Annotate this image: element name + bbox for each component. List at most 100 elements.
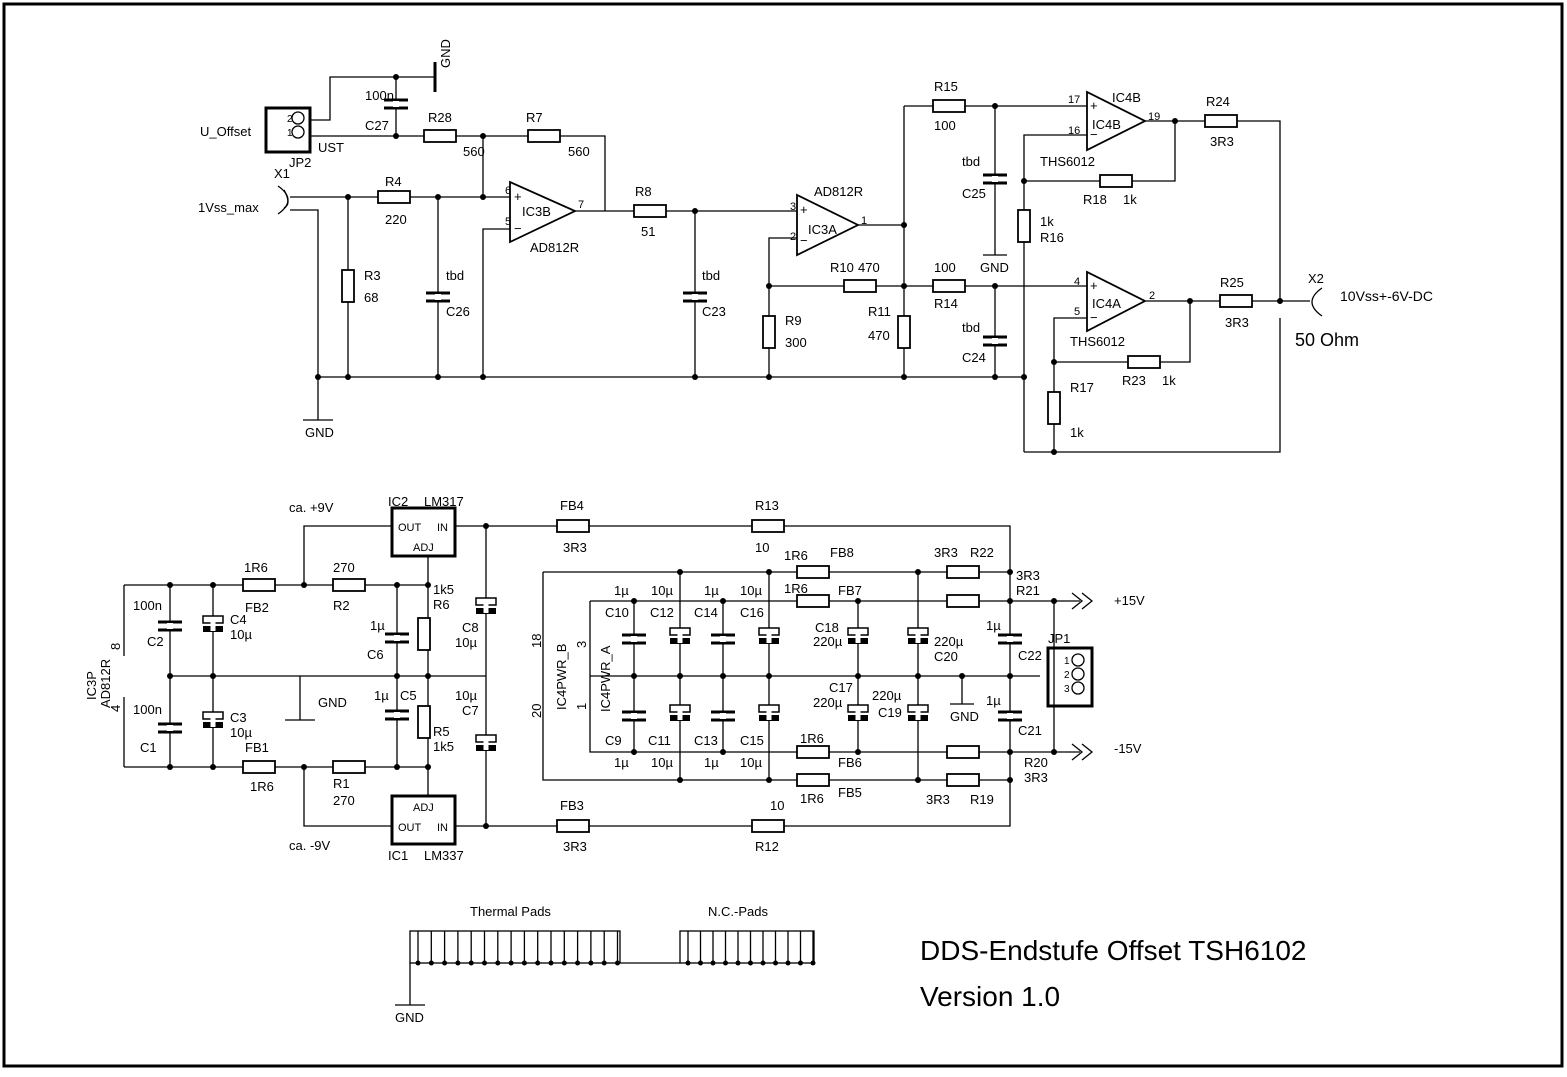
r20-value: 3R3 bbox=[1024, 770, 1048, 785]
r16-label: R16 bbox=[1040, 230, 1064, 245]
schematic-version: Version 1.0 bbox=[920, 981, 1060, 1012]
gnd-dist-label: GND bbox=[950, 709, 979, 724]
c21-value: 1µ bbox=[986, 693, 1001, 708]
c9-label: C9 bbox=[605, 733, 622, 748]
r2-value: 270 bbox=[333, 560, 355, 575]
pin-20: 20 bbox=[529, 704, 544, 718]
fb8-label: FB8 bbox=[830, 545, 854, 560]
pad-dot bbox=[548, 960, 554, 966]
jp2-pin bbox=[291, 125, 305, 139]
ic2-part: LM317 bbox=[424, 494, 464, 509]
IC3B-triangle bbox=[509, 180, 578, 244]
c15-label: C15 bbox=[740, 733, 764, 748]
pad-dot bbox=[615, 960, 620, 966]
c14-label: C14 bbox=[694, 605, 718, 620]
r12-value: 10 bbox=[770, 798, 784, 813]
r1-value: 270 bbox=[333, 793, 355, 808]
svg-text:−: − bbox=[514, 221, 522, 236]
c12-label: C12 bbox=[650, 605, 674, 620]
IC4B-triangle bbox=[1086, 90, 1148, 152]
label-thermal-pads: Thermal Pads bbox=[470, 904, 551, 919]
pad-dot bbox=[685, 960, 691, 966]
fb1-label: FB1 bbox=[245, 740, 269, 755]
gnd-pads-label: GND bbox=[395, 1010, 424, 1025]
opamp-signs: +− +− +− +− bbox=[514, 98, 1098, 325]
R14-body bbox=[932, 279, 966, 293]
pad-dot bbox=[468, 960, 474, 966]
r20-label: R20 bbox=[1024, 755, 1048, 770]
ic3a-part: AD812R bbox=[814, 184, 863, 199]
pad-dot bbox=[415, 960, 421, 966]
fb7-label: FB7 bbox=[838, 583, 862, 598]
c7-value: 10µ bbox=[455, 688, 477, 703]
R23-body bbox=[1127, 355, 1161, 369]
svg-text:−: − bbox=[1090, 127, 1098, 142]
c24-label: C24 bbox=[962, 350, 986, 365]
c3-label: C3 bbox=[230, 710, 247, 725]
x1-connector-icon bbox=[283, 189, 289, 209]
c21-label: C21 bbox=[1018, 723, 1042, 738]
label-plus15v: +15V bbox=[1114, 593, 1145, 608]
jp1-pin-1: 1 bbox=[1064, 656, 1070, 667]
r24-value: 3R3 bbox=[1210, 134, 1234, 149]
jp1-pin-3: 3 bbox=[1064, 684, 1070, 695]
c17-label: C17 bbox=[829, 680, 853, 695]
fb1-value: 1R6 bbox=[250, 779, 274, 794]
fb6-label: FB6 bbox=[838, 755, 862, 770]
pin-4: 4 bbox=[1074, 276, 1080, 288]
c22-value: 1µ bbox=[986, 618, 1001, 633]
ic1-in: IN bbox=[437, 822, 448, 834]
fb2-value: 1R6 bbox=[244, 560, 268, 575]
c18-value: 220µ bbox=[813, 634, 843, 649]
r28-label: R28 bbox=[428, 110, 452, 125]
ic3p-label: IC3P bbox=[84, 671, 99, 700]
label-minus9v: ca. -9V bbox=[289, 838, 331, 853]
pad-dot bbox=[495, 960, 501, 966]
pads bbox=[395, 930, 815, 1006]
c19-value: 220µ bbox=[872, 688, 902, 703]
r21-value: 3R3 bbox=[1016, 568, 1040, 583]
jp2-pin-1: 1 bbox=[287, 128, 293, 139]
c20-label: C20 bbox=[934, 649, 958, 664]
c9-value: 1µ bbox=[614, 755, 629, 770]
pad-dot bbox=[785, 960, 791, 966]
power-capacitors bbox=[158, 620, 1022, 734]
r6-label: R6 bbox=[433, 597, 450, 612]
ic4b-label: IC4B bbox=[1092, 117, 1121, 132]
pad-dot bbox=[798, 960, 803, 966]
label-jp2: JP2 bbox=[289, 155, 311, 170]
electrolytic-capacitors bbox=[202, 597, 929, 751]
ic4pwr-b-label: IC4PWR_B bbox=[554, 644, 569, 710]
label-plus9v: ca. +9V bbox=[289, 500, 334, 515]
pad-dot bbox=[508, 960, 514, 966]
R25-body bbox=[1219, 294, 1253, 308]
c17-value: 220µ bbox=[813, 695, 843, 710]
r3-label: R3 bbox=[364, 268, 381, 283]
c25-label: C25 bbox=[962, 186, 986, 201]
r8-value: 51 bbox=[641, 224, 655, 239]
c25-value: tbd bbox=[962, 154, 980, 169]
r9-label: R9 bbox=[785, 313, 802, 328]
r13-value: 10 bbox=[755, 540, 769, 555]
ic4a-label: IC4A bbox=[1092, 296, 1121, 311]
ic4b-part: THS6012 bbox=[1040, 154, 1095, 169]
r4-value: 220 bbox=[385, 212, 407, 227]
r16-value: 1k bbox=[1040, 214, 1054, 229]
c23-label: C23 bbox=[702, 304, 726, 319]
pad-dot bbox=[535, 960, 541, 966]
pin-6: 6 bbox=[505, 185, 511, 197]
jp2-pin bbox=[291, 111, 305, 125]
r15-value: 100 bbox=[934, 118, 956, 133]
c16-label: C16 bbox=[740, 605, 764, 620]
ic1-part: LM337 bbox=[424, 848, 464, 863]
r21-label: R21 bbox=[1016, 583, 1040, 598]
c2-label: C2 bbox=[147, 634, 164, 649]
R8-body bbox=[633, 204, 667, 218]
c26-label: C26 bbox=[446, 304, 470, 319]
pin-2: 2 bbox=[790, 231, 796, 243]
svg-text:+: + bbox=[1090, 98, 1098, 113]
ic3b-label: IC3B bbox=[522, 204, 551, 219]
pin-3: 3 bbox=[790, 201, 796, 213]
c8-value: 10µ bbox=[455, 635, 477, 650]
